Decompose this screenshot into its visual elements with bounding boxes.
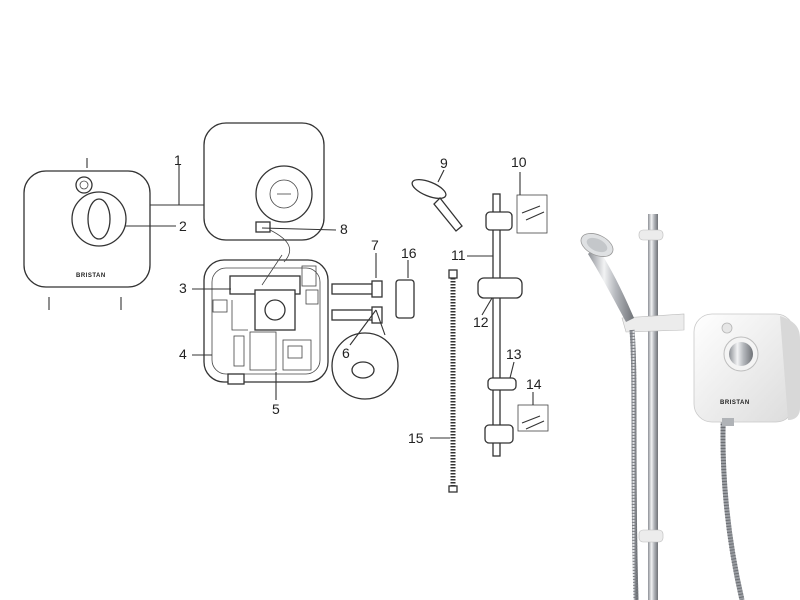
callout-11: 11 <box>451 247 466 263</box>
hose <box>448 269 458 493</box>
product-photo: BRISTAN <box>580 214 800 600</box>
callout-2: 2 <box>179 218 187 234</box>
callout-6: 6 <box>342 345 350 361</box>
callout-1: 1 <box>174 152 182 168</box>
back-housing <box>203 122 325 241</box>
callout-7: 7 <box>371 237 379 253</box>
callout-3: 3 <box>179 280 187 296</box>
backplate-internals <box>203 229 329 385</box>
handset <box>411 178 463 232</box>
leader-lines <box>125 169 534 439</box>
brand-label: BRISTAN <box>76 273 106 279</box>
callout-5: 5 <box>272 401 280 417</box>
riser-rail <box>477 193 549 457</box>
front-cover: BRISTAN <box>23 158 151 310</box>
callout-labels: 1 2 3 4 5 6 7 8 9 10 11 12 13 14 15 16 <box>174 152 542 446</box>
callout-12: 12 <box>473 314 489 330</box>
callout-10: 10 <box>511 154 527 170</box>
callout-8: 8 <box>340 221 348 237</box>
callout-9: 9 <box>440 155 448 171</box>
product-brand-label: BRISTAN <box>720 400 750 406</box>
inlet-pipes <box>331 279 415 400</box>
callout-16: 16 <box>401 245 417 261</box>
callout-13: 13 <box>506 346 522 362</box>
callout-4: 4 <box>179 346 187 362</box>
callout-14: 14 <box>526 376 542 392</box>
callout-15: 15 <box>408 430 424 446</box>
